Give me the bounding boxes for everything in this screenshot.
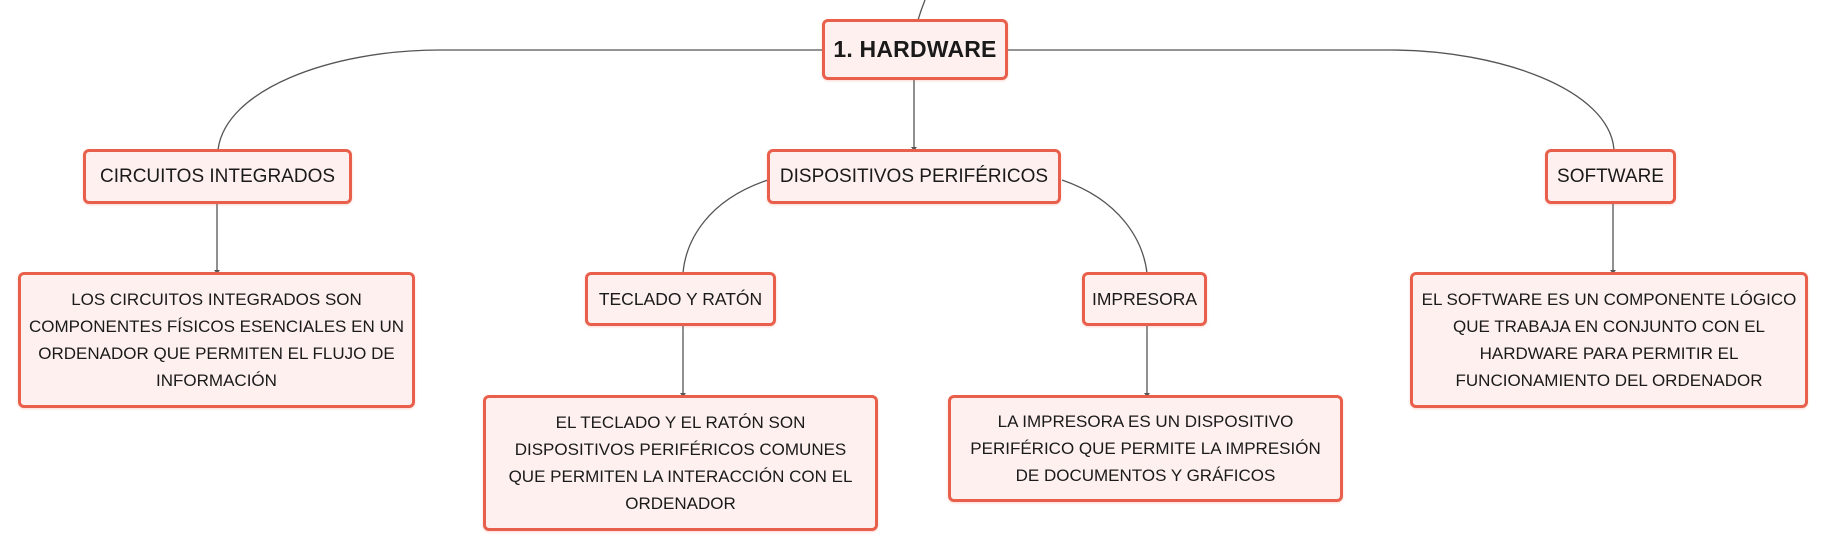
topic-node-dispositivos-perifericos[interactable]: DISPOSITIVOS PERIFÉRICOS xyxy=(767,149,1061,204)
subtopic-node-impresora[interactable]: IMPRESORA xyxy=(1082,272,1207,326)
description-text-circuitos: LOS CIRCUITOS INTEGRADOS SON COMPONENTES… xyxy=(29,290,405,390)
topic-node-circuitos-integrados[interactable]: CIRCUITOS INTEGRADOS xyxy=(83,149,352,204)
topic-node-software[interactable]: SOFTWARE xyxy=(1545,149,1676,204)
connector-perifericos-to-teclado xyxy=(682,179,769,274)
topic-label-software: SOFTWARE xyxy=(1557,165,1664,187)
connector-perifericos-to-impresora xyxy=(1061,179,1148,274)
description-text-teclado: EL TECLADO Y EL RATÓN SON DISPOSITIVOS P… xyxy=(508,413,853,513)
topic-label-perifericos: DISPOSITIVOS PERIFÉRICOS xyxy=(779,165,1049,187)
subtopic-label-teclado: TECLADO Y RATÓN xyxy=(598,288,763,309)
root-node-label: 1. HARDWARE xyxy=(833,36,997,62)
root-node-hardware[interactable]: 1. HARDWARE xyxy=(822,19,1008,80)
subtopic-node-teclado-raton[interactable]: TECLADO Y RATÓN xyxy=(585,272,776,326)
description-node-circuitos[interactable]: LOS CIRCUITOS INTEGRADOS SON COMPONENTES… xyxy=(18,272,415,408)
description-text-software: EL SOFTWARE ES UN COMPONENTE LÓGICO QUE … xyxy=(1421,290,1797,390)
connector-parent-to-root xyxy=(917,0,926,21)
subtopic-label-impresora: IMPRESORA xyxy=(1091,288,1198,309)
topic-label-circuitos: CIRCUITOS INTEGRADOS xyxy=(99,165,336,187)
description-node-teclado[interactable]: EL TECLADO Y EL RATÓN SON DISPOSITIVOS P… xyxy=(483,395,878,531)
connector-root-to-software xyxy=(1007,49,1615,151)
connector-root-to-circuitos xyxy=(217,49,823,151)
description-text-impresora: LA IMPRESORA ES UN DISPOSITIVO PERIFÉRIC… xyxy=(970,412,1321,485)
description-node-impresora[interactable]: LA IMPRESORA ES UN DISPOSITIVO PERIFÉRIC… xyxy=(948,395,1343,502)
description-node-software[interactable]: EL SOFTWARE ES UN COMPONENTE LÓGICO QUE … xyxy=(1410,272,1808,408)
